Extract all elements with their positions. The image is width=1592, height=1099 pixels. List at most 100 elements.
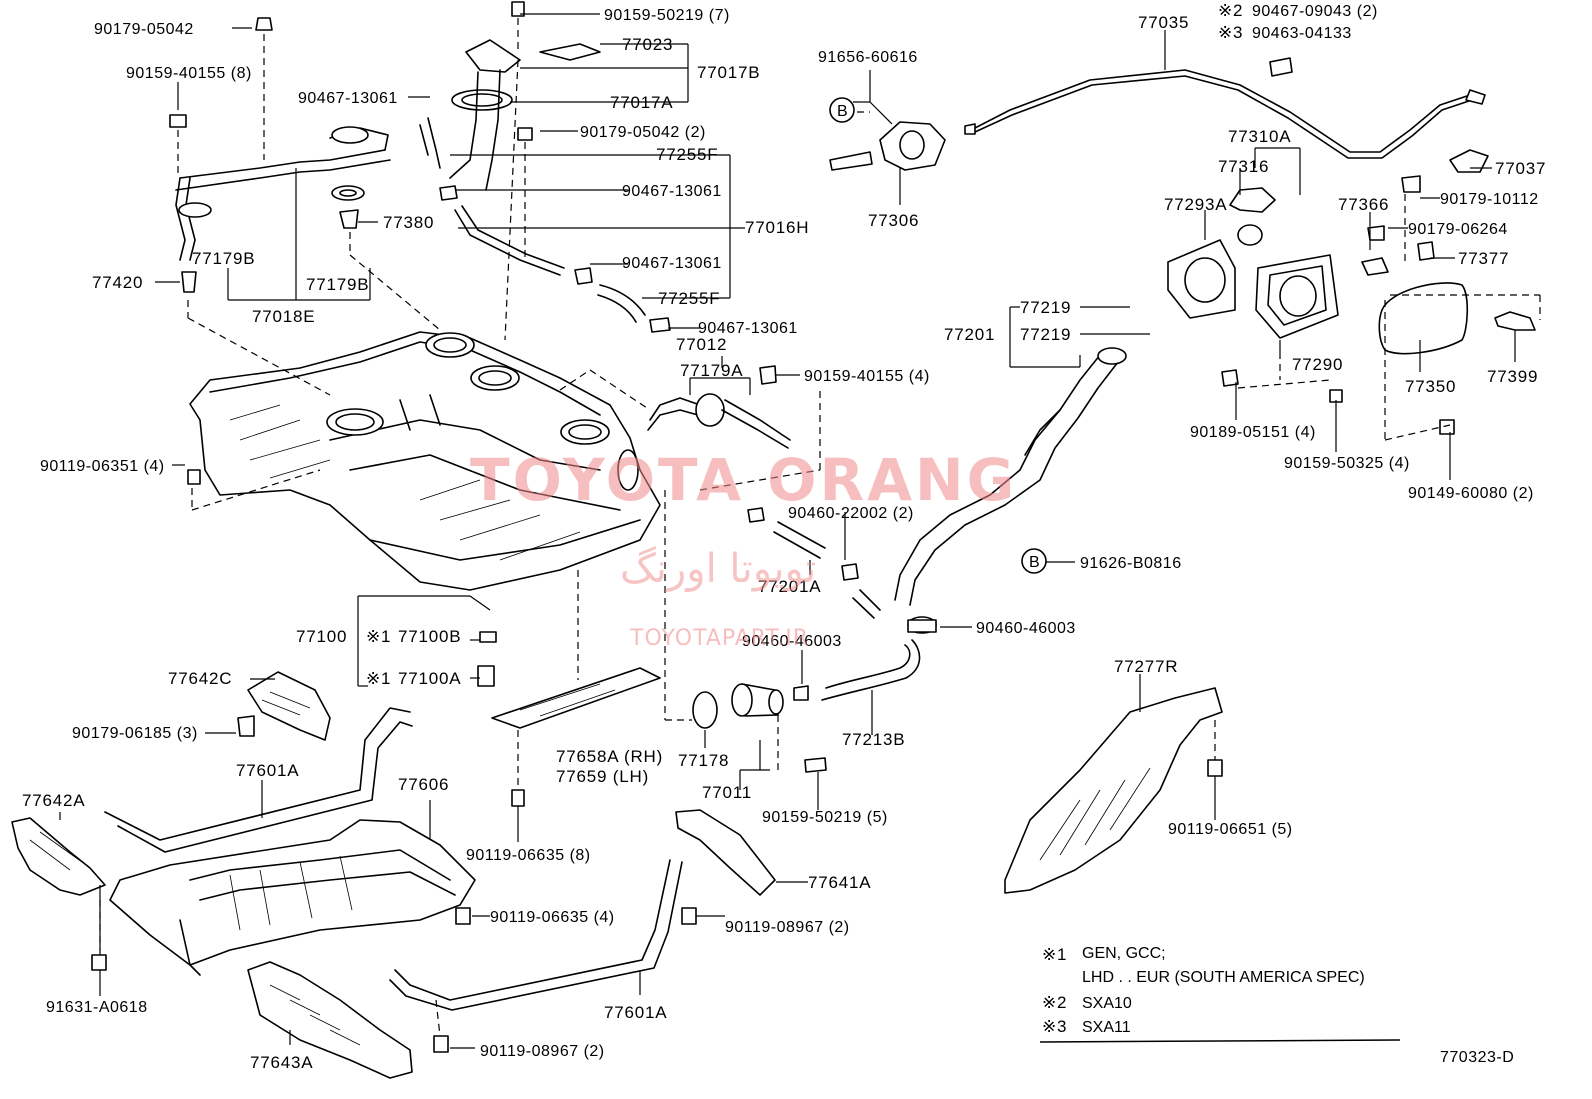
dashed-assembly-lines [99, 18, 1541, 1037]
label-77179B-b: 77179B [306, 275, 369, 294]
label-77017B: 77017B [697, 63, 760, 82]
label-90179-10112: 90179-10112 [1440, 191, 1539, 208]
label-77658A: 77658A (RH) [556, 747, 663, 766]
label-77037: 77037 [1495, 159, 1546, 178]
lock-77306 [829, 121, 946, 171]
label-77178: 77178 [678, 751, 729, 770]
note-2: SXA10 [1082, 995, 1132, 1012]
sender-gauge-77018E [175, 126, 391, 293]
label-77179B-a: 77179B [192, 249, 255, 268]
watermark-site: TOYOTAPART.IR [629, 626, 809, 651]
note-3: SXA11 [1082, 1019, 1131, 1036]
watermark-farsi: تویوتا اورنگ [620, 546, 816, 592]
label-90119-08967-2b: 90119-08967 (2) [480, 1043, 605, 1060]
hose-77213B [793, 639, 921, 701]
label-77201: 77201 [944, 325, 995, 344]
label-90179-06185-3: 90179-06185 (3) [72, 725, 198, 742]
note-mark-3: ※3 [1042, 1017, 1067, 1036]
label-77219-a: 77219 [1020, 298, 1071, 317]
label-77213B: 77213B [842, 730, 905, 749]
filler-neck-77011 [692, 683, 827, 773]
label-77316: 77316 [1218, 157, 1269, 176]
note-1-line-2: LHD . . EUR (SOUTH AMERICA SPEC) [1082, 969, 1365, 986]
svg-text:B: B [837, 103, 848, 120]
label-77377: 77377 [1458, 249, 1509, 268]
label-77255F-a: 77255F [656, 145, 718, 164]
label-90119-06351-4: 90119-06351 (4) [40, 458, 165, 475]
mark-k1-a: ※1 [366, 627, 391, 646]
label-77350: 77350 [1405, 377, 1456, 396]
part-labels: 90179-05042 90159-40155 (8) 90467-13061 … [22, 1, 1546, 1072]
label-77643A: 77643A [250, 1053, 313, 1072]
label-90467-13061-b: 90467-13061 [622, 183, 722, 200]
label-77399: 77399 [1487, 367, 1538, 386]
label-90119-06635-8: 90119-06635 (8) [466, 847, 591, 864]
label-90467-13061-a: 90467-13061 [298, 90, 398, 107]
label-90460-22002-2: 90460-22002 (2) [788, 505, 914, 522]
label-77601A-a: 77601A [236, 761, 299, 780]
label-77035: 77035 [1138, 13, 1189, 32]
label-91631-A0618: 91631-A0618 [46, 999, 148, 1016]
label-90467-13061-c: 90467-13061 [622, 255, 722, 272]
label-77277R: 77277R [1114, 657, 1178, 676]
label-77100A: 77100A [398, 669, 461, 688]
label-90159-50219-5: 90159-50219 (5) [762, 809, 888, 826]
note-mark-1: ※1 [1042, 945, 1067, 964]
label-91626-B0816: 91626-B0816 [1080, 555, 1182, 572]
label-77420: 77420 [92, 273, 143, 292]
b-marker-top [829, 97, 855, 123]
note-1-line-1: GEN, GCC; [1082, 945, 1166, 962]
label-77012: 77012 [676, 335, 727, 354]
reference-b-markers: B B [829, 97, 1047, 574]
label-77290: 77290 [1292, 355, 1343, 374]
fuel-tube-77016H [439, 185, 671, 333]
protector-77642C [237, 671, 331, 741]
label-90189-05151-4: 90189-05151 (4) [1190, 424, 1316, 441]
label-90467-13061-d: 90467-13061 [698, 320, 798, 337]
label-77100: 77100 [296, 627, 347, 646]
label-77306: 77306 [868, 211, 919, 230]
label-77219-b: 77219 [1020, 325, 1071, 344]
label-90460-46003-a: 90460-46003 [976, 620, 1076, 637]
label-77023: 77023 [622, 35, 673, 54]
b-marker-bottom [1021, 548, 1047, 574]
svg-text:B: B [1029, 554, 1040, 571]
label-77100B: 77100B [398, 627, 461, 646]
note-mark-2: ※2 [1042, 993, 1067, 1012]
label-77201A: 77201A [758, 577, 821, 596]
label-77179A: 77179A [680, 361, 743, 380]
label-77310A: 77310A [1228, 127, 1291, 146]
label-90179-05042-2: 90179-05042 (2) [580, 124, 706, 141]
label-77017A: 77017A [610, 93, 673, 112]
label-77255F-b: 77255F [658, 289, 720, 308]
vent-assembly-77012 [647, 365, 791, 449]
label-77366: 77366 [1338, 195, 1389, 214]
label-90179-06264: 90179-06264 [1408, 221, 1508, 238]
label-77011: 77011 [702, 783, 752, 802]
label-77018E: 77018E [252, 307, 315, 326]
release-cable-77035 [964, 57, 1489, 173]
label-90149-60080-2: 90149-60080 (2) [1408, 485, 1534, 502]
protector-77643A [247, 961, 413, 1079]
label-90159-40155-4: 90159-40155 (4) [804, 368, 930, 385]
label-77016H: 77016H [745, 218, 809, 237]
label-77606: 77606 [398, 775, 449, 794]
band-77641A [389, 809, 776, 1011]
label-90119-06651-5: 90119-06651 (5) [1168, 821, 1293, 838]
protector-77277R [1004, 687, 1223, 894]
note-underline [1039, 1039, 1401, 1043]
fuel-lid-assembly [1167, 187, 1536, 387]
label-77642C: 77642C [168, 669, 232, 688]
footnotes: ※1 GEN, GCC; LHD . . EUR (SOUTH AMERICA … [1039, 945, 1401, 1043]
mark-k3-top: ※3 [1218, 23, 1243, 42]
label-90159-50325-4: 90159-50325 (4) [1284, 455, 1410, 472]
watermark: TOYOTA ORANG تویوتا اورنگ TOYOTAPART.IR [470, 446, 1017, 651]
leader-lines [59, 13, 1516, 1049]
hose-77201A [747, 507, 859, 581]
label-770323-D: 770323-D [1440, 1049, 1514, 1066]
watermark-brand: TOYOTA ORANG [470, 446, 1017, 514]
band-77601A-upper [104, 707, 413, 853]
label-90467-09043-2: 90467-09043 (2) [1252, 3, 1378, 20]
label-90463-04133: 90463-04133 [1252, 25, 1352, 42]
